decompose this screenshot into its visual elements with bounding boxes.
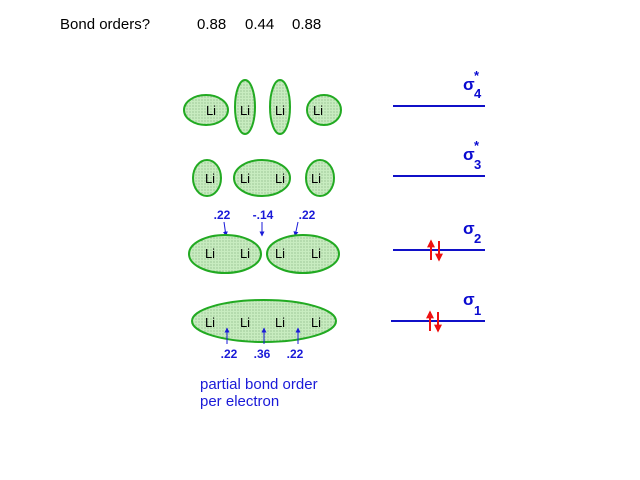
- bond-order-value-2: 0.44: [245, 16, 275, 33]
- atom-label: Li: [205, 315, 215, 330]
- lobe: [192, 159, 222, 197]
- partial-order-label: .22: [287, 347, 304, 361]
- partial-order-label: -.14: [253, 208, 274, 222]
- atom-label: Li: [205, 171, 215, 186]
- lobe: [183, 94, 229, 126]
- atom-label: Li: [240, 246, 250, 261]
- lobe: [306, 94, 342, 126]
- atom-label: Li: [275, 315, 285, 330]
- atom-label: Li: [313, 103, 323, 118]
- atom-label: Li: [240, 171, 250, 186]
- atom-label: Li: [205, 246, 215, 261]
- lobe: [269, 79, 291, 135]
- orbital-subscript: 4: [474, 86, 482, 101]
- sigma1-partial-orders: .22 .36 .22: [221, 327, 304, 361]
- energy-level-sigma3: σ * 3: [393, 138, 485, 177]
- down-arrow-icon: [293, 221, 299, 237]
- bond-order-value-3: 0.88: [292, 16, 322, 33]
- orbital-symbol: σ: [463, 145, 475, 164]
- atom-label: Li: [311, 315, 321, 330]
- atom-label: Li: [275, 246, 285, 261]
- atom-label: Li: [311, 171, 321, 186]
- partial-order-label: .22: [214, 208, 231, 222]
- orbital-subscript: 3: [474, 157, 481, 172]
- energy-level-sigma1: σ 1: [391, 290, 485, 333]
- atom-label: Li: [206, 103, 216, 118]
- orbital-subscript: 2: [474, 231, 481, 246]
- energy-level-sigma2: σ 2: [393, 219, 485, 262]
- caption-line-2: per electron: [200, 393, 280, 410]
- orbital-symbol: σ: [463, 75, 475, 94]
- atom-label: Li: [275, 103, 285, 118]
- partial-order-label: .36: [254, 347, 271, 361]
- orbital-superscript: *: [474, 138, 480, 153]
- orbital-symbol: σ: [463, 290, 475, 309]
- lobe: [305, 159, 335, 197]
- orbital-superscript: *: [474, 68, 480, 83]
- sigma2-partial-orders: .22 -.14 .22: [214, 208, 316, 237]
- caption-line-1: partial bond order: [200, 376, 318, 393]
- lobe: [266, 234, 340, 274]
- bond-order-value-1: 0.88: [197, 16, 227, 33]
- bond-orders-label: Bond orders?: [60, 16, 151, 33]
- lobe: [234, 79, 256, 135]
- lobe: [233, 159, 291, 197]
- orbital-symbol: σ: [463, 219, 475, 238]
- lobe: [188, 234, 262, 274]
- sigma3-orbital: Li Li Li Li: [192, 159, 335, 197]
- atom-label: Li: [240, 103, 250, 118]
- sigma2-orbital: Li Li Li Li: [188, 234, 340, 274]
- caption: partial bond order per electron: [200, 376, 318, 410]
- atom-label: Li: [311, 246, 321, 261]
- sigma4-orbital: Li Li Li Li: [183, 79, 342, 135]
- energy-level-sigma4: σ * 4: [393, 68, 485, 107]
- partial-order-label: .22: [221, 347, 238, 361]
- atom-label: Li: [240, 315, 250, 330]
- orbital-subscript: 1: [474, 303, 481, 318]
- partial-order-label: .22: [299, 208, 316, 222]
- down-arrow-icon: [222, 221, 228, 237]
- atom-label: Li: [275, 171, 285, 186]
